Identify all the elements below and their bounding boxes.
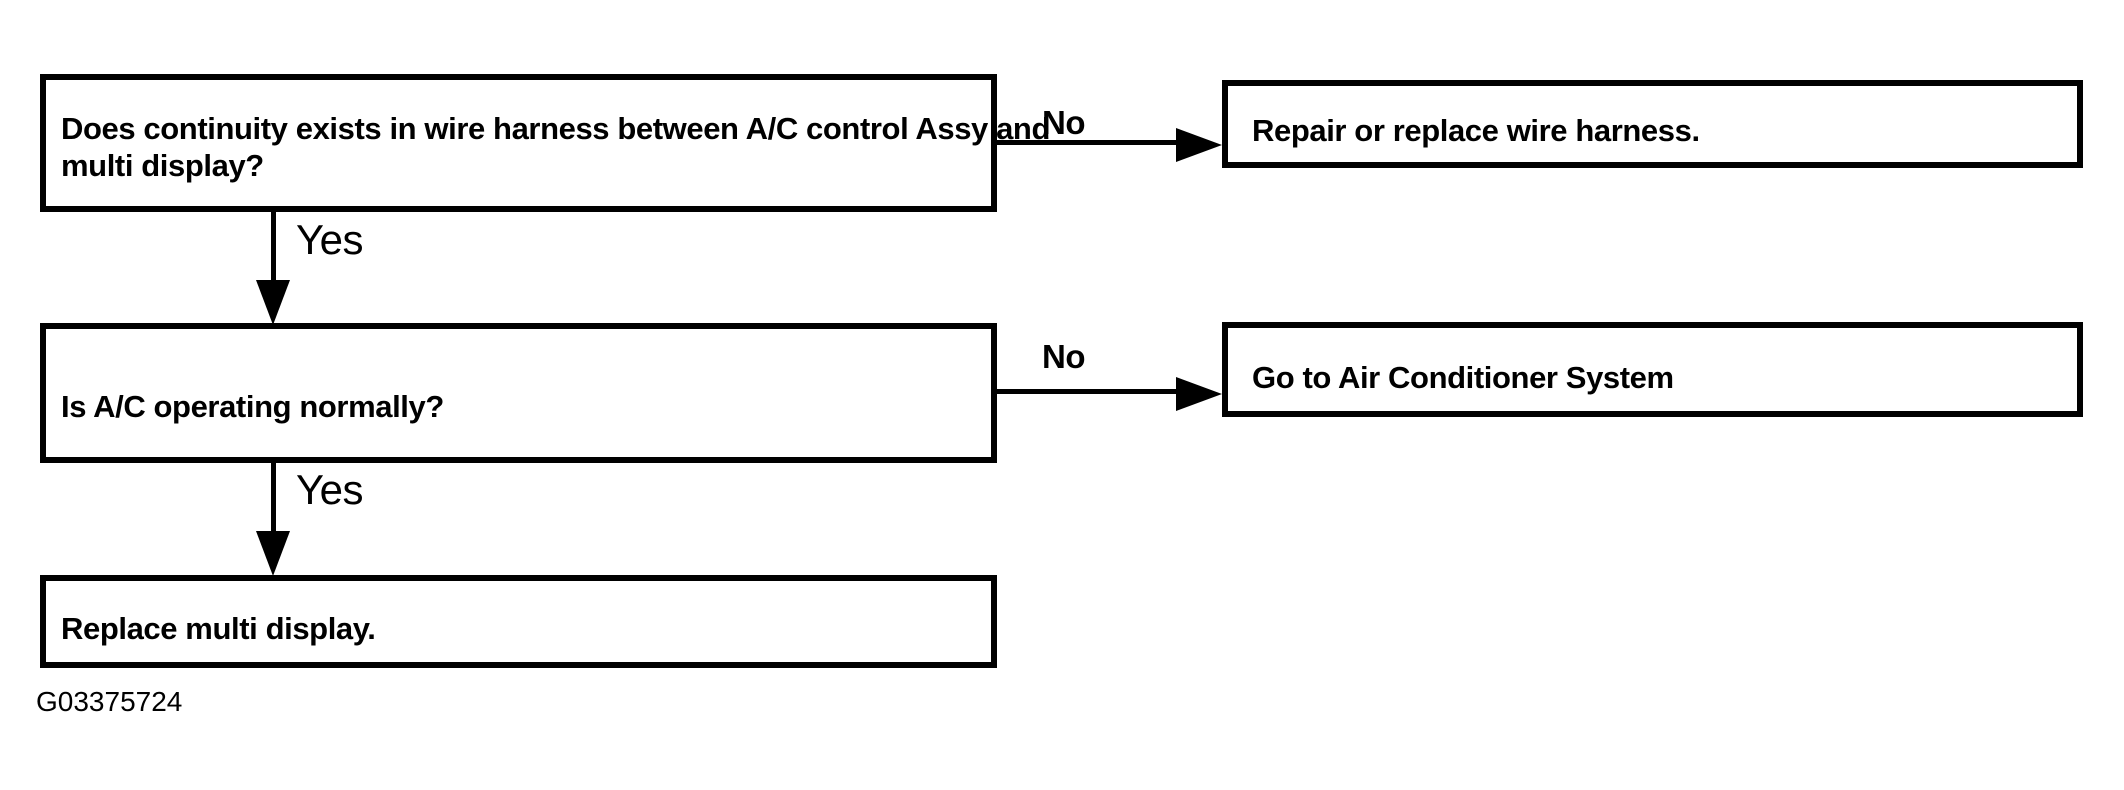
edge-label-yes-1: Yes xyxy=(296,216,364,263)
arrowhead-right-icon xyxy=(1176,128,1222,162)
node-repair-harness: Repair or replace wire harness. xyxy=(1222,80,2083,168)
node-continuity-question: Does continuity exists in wire harness b… xyxy=(40,74,1050,212)
edge-line-q1-q2 xyxy=(271,212,276,282)
node-ac-operating-question: Is A/C operating normally? xyxy=(40,323,997,463)
figure-code: G03375724 xyxy=(36,686,183,717)
edge-line-q2-a2 xyxy=(997,389,1177,394)
edge-label-yes-2: Yes xyxy=(296,466,364,513)
node-text-line: Does continuity exists in wire harness b… xyxy=(61,111,1050,146)
node-text-line: multi display? xyxy=(61,148,264,183)
node-replace-multi-display: Replace multi display. xyxy=(40,575,997,668)
arrowhead-right-icon xyxy=(1176,377,1222,411)
node-goto-ac-system: Go to Air Conditioner System xyxy=(1222,322,2083,417)
arrowhead-down-icon xyxy=(256,531,290,576)
node-text-line: Go to Air Conditioner System xyxy=(1252,360,1674,395)
node-text-line: Replace multi display. xyxy=(61,611,376,646)
node-text-line: Is A/C operating normally? xyxy=(61,388,444,424)
node-text-line: Repair or replace wire harness. xyxy=(1252,112,1700,148)
edge-line-q1-a1 xyxy=(997,140,1177,145)
arrowhead-down-icon xyxy=(256,280,290,325)
edge-label-no-2: No xyxy=(1042,338,1086,375)
edge-label-no-1: No xyxy=(1042,104,1086,141)
edge-line-q2-a3 xyxy=(271,463,276,533)
